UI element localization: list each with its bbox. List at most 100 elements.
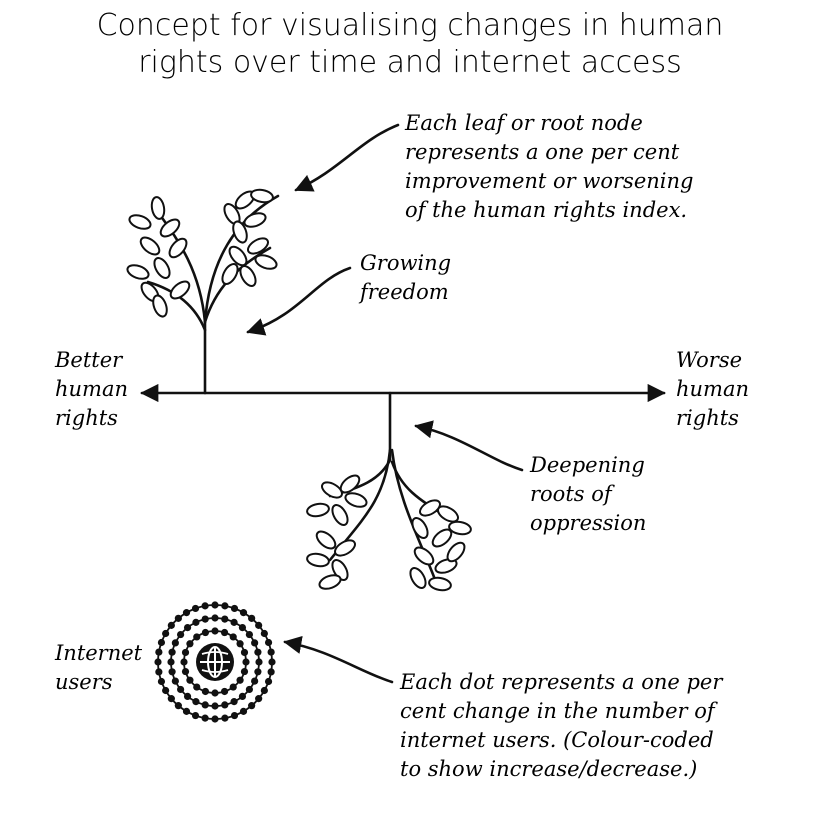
tree-leaf (239, 265, 257, 287)
ring-dot (245, 630, 253, 639)
tree-leaves (126, 188, 278, 318)
better-label: Better human rights (54, 348, 128, 430)
root-leaves (306, 474, 472, 592)
globe-icon (196, 643, 234, 681)
ring-dot (251, 639, 259, 647)
root-leaf (437, 505, 459, 523)
ring-dot (254, 648, 262, 656)
root-leaf (315, 530, 337, 550)
ring-dot (230, 618, 238, 626)
ring-dot (211, 689, 219, 697)
ring-dot (211, 601, 219, 609)
tree-leaf (128, 214, 152, 230)
ring-dot (183, 624, 192, 632)
ring-dot (221, 615, 229, 623)
root-leaf (306, 552, 330, 568)
ring-dot (171, 639, 179, 647)
ring-dot (245, 685, 253, 694)
root-leaf (331, 504, 349, 526)
ring-dot (248, 702, 256, 710)
ring-dot (230, 698, 238, 706)
internet-line-1: Internet (54, 641, 143, 665)
growing-freedom-label: Growing freedom (358, 251, 451, 304)
tree-leaf (168, 237, 188, 259)
ring-dot (201, 628, 210, 637)
ring-dot (192, 618, 200, 626)
ring-dot (167, 695, 175, 703)
internet-users-label: Internet users (54, 641, 143, 694)
ring-dot (177, 685, 185, 694)
internet-line-2: users (55, 670, 113, 694)
growing-line-1: Growing (360, 251, 451, 275)
deepening-line-2: roots of (530, 482, 615, 506)
root-leaf (318, 574, 342, 590)
deepening-line-3: oppression (530, 511, 646, 535)
ring-dot (239, 707, 248, 715)
ring-dot (238, 692, 247, 701)
root-leaf (306, 502, 330, 518)
tree-leaf (250, 188, 274, 204)
ring-dot (211, 627, 219, 635)
root-leaf (321, 481, 343, 499)
tree-leaf (221, 263, 239, 285)
dot-note-line-2: cent change in the number of (400, 699, 718, 723)
oppression-roots (306, 391, 472, 592)
growing-freedom-arrow (246, 266, 352, 336)
tree-leaf (126, 264, 150, 280)
tree-leaf (232, 220, 248, 244)
ring-dot (180, 658, 188, 666)
deepening-label: Deepening roots of oppression (529, 453, 646, 535)
ring-dot (201, 687, 210, 696)
ring-dot (248, 614, 256, 622)
better-line-1: Better (54, 348, 124, 372)
worse-label: Worse human rights (676, 348, 749, 430)
ring-dot (155, 648, 163, 656)
ring-dot (238, 624, 247, 632)
ring-dot (211, 715, 219, 723)
ring-dot (193, 633, 201, 641)
title-line-1: Concept for visualising changes in human (97, 8, 724, 43)
ring-dot (174, 702, 182, 710)
ring-dot (220, 687, 229, 696)
root-leaf (334, 539, 356, 557)
tree-branch-right-1 (203, 194, 280, 324)
ring-dot (191, 711, 200, 720)
ring-dot (229, 683, 237, 691)
root-leaf (413, 546, 435, 566)
root-leaf (428, 576, 452, 592)
ring-dot (267, 648, 275, 656)
growing-line-2: freedom (358, 280, 449, 304)
ring-dot (221, 701, 229, 709)
root-leaf (446, 541, 466, 563)
leaf-note: Each leaf or root node represents a one … (404, 111, 693, 222)
ring-dot (268, 658, 276, 666)
ring-dot (181, 667, 190, 676)
ring-dot (264, 677, 273, 686)
ring-dot (182, 609, 191, 617)
internet-dot-rings (154, 601, 276, 723)
ring-dot (221, 602, 229, 610)
ring-dot (157, 638, 166, 647)
ring-dot (230, 604, 239, 613)
dot-note-line-4: to show increase/decrease.) (400, 757, 697, 781)
root-leaf (448, 520, 472, 536)
ring-dot (167, 658, 175, 666)
root-leaf (411, 517, 429, 539)
ring-dot (155, 668, 163, 676)
tree-leaf (243, 212, 267, 228)
ring-dot (240, 667, 249, 676)
tree-leaf (152, 294, 168, 318)
deepening-arrow (414, 420, 524, 472)
leaf-note-line-2: represents a one per cent (405, 140, 680, 164)
ring-dot (186, 676, 194, 684)
ring-dot (255, 621, 263, 629)
dot-note-line-1: Each dot represents a one per (399, 670, 724, 694)
tree-branch-left-2 (146, 280, 207, 332)
tree-leaf (159, 218, 181, 238)
leaf-note-line-4: of the human rights index. (405, 198, 687, 222)
better-line-2: human (55, 377, 128, 401)
tree-leaf (150, 196, 166, 220)
tree-leaf (169, 280, 191, 300)
ring-dot (254, 668, 262, 676)
